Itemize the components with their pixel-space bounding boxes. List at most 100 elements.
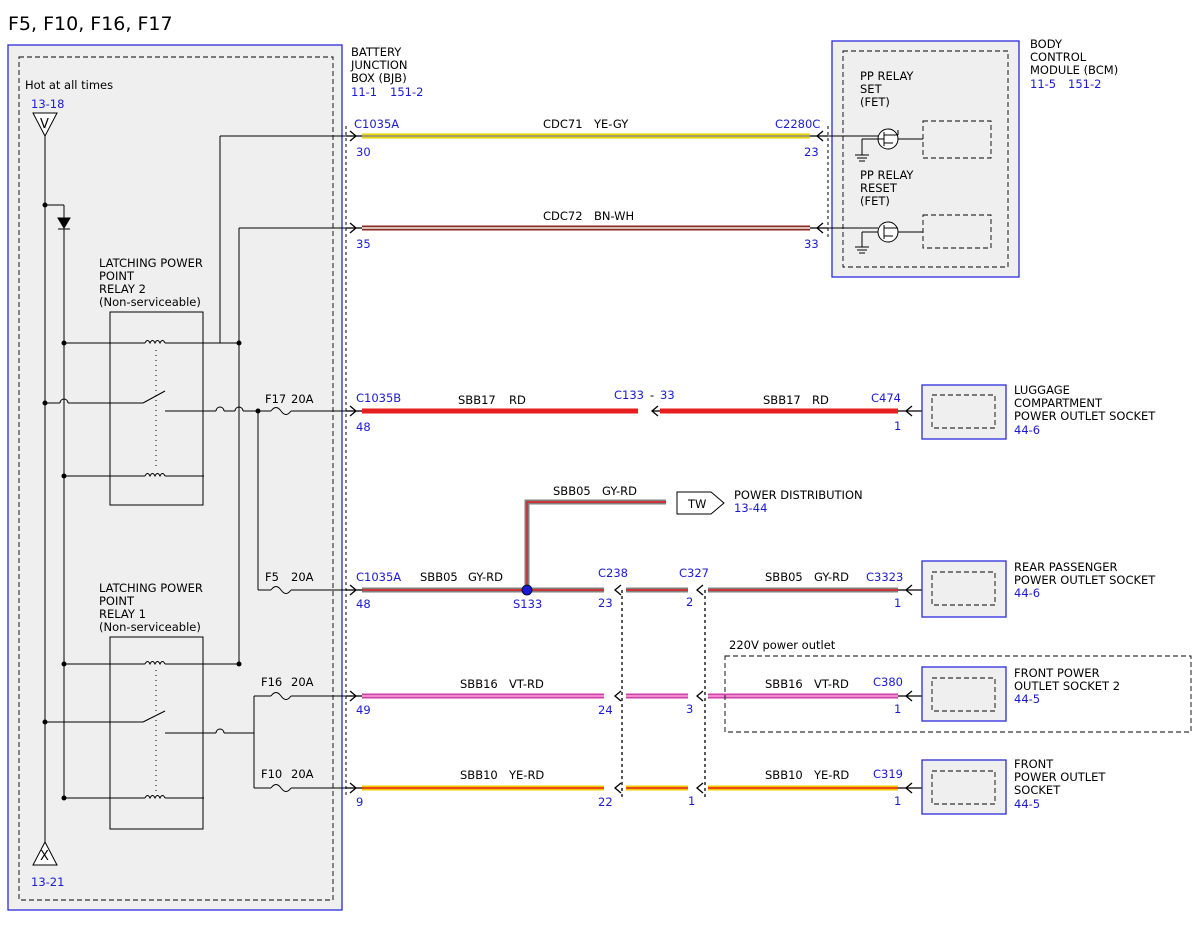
c327-pin: 2 bbox=[686, 595, 693, 609]
relay2-label-1: LATCHING POWER bbox=[99, 256, 203, 270]
power-distribution-name: POWER DISTRIBUTION bbox=[734, 488, 863, 502]
wire-sbb05-color: GY-RD bbox=[468, 570, 503, 584]
front-socket-name-3: SOCKET bbox=[1014, 783, 1061, 797]
c3323-name[interactable]: C3323 bbox=[866, 570, 903, 584]
pin-24: 24 bbox=[598, 703, 613, 717]
relay2-label-4: (Non-serviceable) bbox=[99, 295, 201, 309]
c1035a-pin-35: 35 bbox=[356, 237, 371, 251]
luggage-ref[interactable]: 44-6 bbox=[1014, 423, 1040, 437]
c3323-pin: 1 bbox=[894, 596, 901, 610]
outlet-220v-label: 220V power outlet bbox=[729, 638, 836, 652]
wire-sbb10-color: YE-RD bbox=[508, 768, 544, 782]
wire-sbb05[interactable] bbox=[362, 499, 898, 593]
relay-set-label-1: PP RELAY bbox=[860, 69, 914, 83]
s133-label[interactable]: S133 bbox=[513, 597, 542, 611]
fuse-f5-rating: 20A bbox=[291, 570, 314, 584]
c2280c-pin: 23 bbox=[804, 145, 819, 159]
c327-name[interactable]: C327 bbox=[679, 566, 709, 580]
tw-connector-icon bbox=[676, 491, 725, 515]
c1035a-mid-pin: 48 bbox=[356, 597, 371, 611]
wire-cdc71-circuit: CDC71 bbox=[543, 117, 583, 131]
c380-pin: 1 bbox=[894, 702, 901, 716]
bcm-ref-a[interactable]: 11-5 bbox=[1030, 77, 1056, 91]
rear-passenger-name-1: REAR PASSENGER bbox=[1014, 560, 1117, 574]
fet-transistor-icon bbox=[828, 128, 923, 162]
fuse-f16-rating: 20A bbox=[291, 675, 314, 689]
wire-sbb16-circuit-2: SBB16 bbox=[765, 677, 803, 691]
fuse-f16-name: F16 bbox=[261, 675, 282, 689]
relay2-label-2: POINT bbox=[99, 269, 135, 283]
junction-dots bbox=[42, 202, 261, 801]
c474-pin: 1 bbox=[894, 419, 901, 433]
wire-sbb05-circuit-3: SBB05 bbox=[765, 570, 803, 584]
wire-sbb05-color-2: GY-RD bbox=[602, 484, 637, 498]
c133-pin: 33 bbox=[660, 388, 675, 402]
wire-sbb17-color-2: RD bbox=[812, 393, 829, 407]
wire-sbb10-color-2: YE-RD bbox=[813, 768, 849, 782]
outlet-220v-area bbox=[724, 655, 1192, 733]
bcm-name-2: CONTROL bbox=[1030, 50, 1087, 64]
bcm-name-1: BODY bbox=[1030, 37, 1063, 51]
connector-arrows bbox=[346, 130, 922, 798]
bjb-ref-a[interactable]: 11-1 bbox=[351, 85, 377, 99]
front-socket2-name-1: FRONT POWER bbox=[1014, 666, 1100, 680]
fet-transistor-icon-2 bbox=[828, 221, 923, 254]
wire-sbb16-circuit: SBB16 bbox=[460, 677, 498, 691]
wire-sbb10-circuit: SBB10 bbox=[460, 768, 498, 782]
c1035a-mid-name[interactable]: C1035A bbox=[356, 570, 401, 584]
fuse-f10-rating: 20A bbox=[291, 767, 314, 781]
fuse-f17-rating: 20A bbox=[291, 392, 314, 406]
c474-name[interactable]: C474 bbox=[871, 391, 901, 405]
pin-3: 3 bbox=[686, 702, 693, 716]
c1035a-top-pin: 30 bbox=[356, 145, 371, 159]
relay2-label-3: RELAY 2 bbox=[99, 282, 146, 296]
relay-reset-label-1: PP RELAY bbox=[860, 168, 914, 182]
c380-name[interactable]: C380 bbox=[873, 675, 903, 689]
splice-s133-icon bbox=[521, 584, 533, 596]
bcm-box bbox=[831, 40, 1020, 278]
c2280c-name[interactable]: C2280C bbox=[775, 117, 820, 131]
c319-name[interactable]: C319 bbox=[873, 767, 903, 781]
rear-passenger-socket-box bbox=[921, 560, 1007, 618]
front-socket2-ref[interactable]: 44-5 bbox=[1014, 692, 1040, 706]
bjb-name-3: BOX (BJB) bbox=[351, 71, 407, 85]
x-terminal-icon bbox=[32, 840, 58, 866]
bcm-name-3: MODULE (BCM) bbox=[1030, 63, 1118, 77]
c2280c-pin-33: 33 bbox=[804, 237, 819, 251]
x-terminal-label: X bbox=[40, 849, 49, 864]
c238-pin: 23 bbox=[598, 596, 613, 610]
pin-9: 9 bbox=[356, 795, 363, 809]
bjb-name-2: JUNCTION bbox=[350, 58, 408, 72]
ref-bottom[interactable]: 13-21 bbox=[31, 875, 64, 889]
relay-reset-label-3: (FET) bbox=[860, 194, 890, 208]
luggage-name-2: COMPARTMENT bbox=[1014, 396, 1103, 410]
bcm-ref-b[interactable]: 151-2 bbox=[1068, 77, 1101, 91]
wire-sbb05-circuit: SBB05 bbox=[420, 570, 458, 584]
hot-at-all-times-label: Hot at all times bbox=[25, 78, 113, 92]
bjb-ref-b[interactable]: 151-2 bbox=[390, 85, 423, 99]
wire-sbb17-circuit: SBB17 bbox=[458, 393, 496, 407]
bjb-name-1: BATTERY bbox=[351, 45, 402, 59]
c238-name[interactable]: C238 bbox=[598, 566, 628, 580]
front-socket2-box bbox=[921, 666, 1007, 722]
pin-49: 49 bbox=[356, 703, 371, 717]
c1035a-top-name[interactable]: C1035A bbox=[354, 117, 399, 131]
wire-cdc71-color: YE-GY bbox=[593, 117, 629, 131]
front-socket-ref[interactable]: 44-5 bbox=[1014, 797, 1040, 811]
v-terminal-icon bbox=[32, 112, 58, 138]
c1035b-name[interactable]: C1035B bbox=[356, 391, 401, 405]
c319-pin: 1 bbox=[894, 794, 901, 808]
c133-name[interactable]: C133 bbox=[614, 388, 644, 402]
page-title: F5, F10, F16, F17 bbox=[8, 13, 173, 35]
rear-passenger-name-2: POWER OUTLET SOCKET bbox=[1014, 573, 1156, 587]
wire-sbb16-color-2: VT-RD bbox=[814, 677, 849, 691]
c133-dash: - bbox=[650, 388, 654, 402]
power-distribution-ref[interactable]: 13-44 bbox=[734, 501, 767, 515]
relay-set-label-3: (FET) bbox=[860, 95, 890, 109]
ref-top[interactable]: 13-18 bbox=[31, 97, 64, 111]
fuse-f10-name: F10 bbox=[261, 767, 282, 781]
rear-passenger-ref[interactable]: 44-6 bbox=[1014, 586, 1040, 600]
relay1-label-1: LATCHING POWER bbox=[99, 581, 203, 595]
relay1-label-2: POINT bbox=[99, 594, 135, 608]
